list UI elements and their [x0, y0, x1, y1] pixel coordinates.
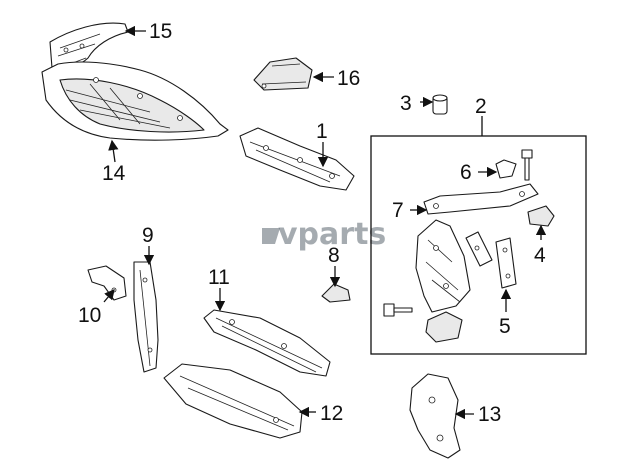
- part-5-plate: [495, 237, 517, 289]
- part-1-radiator-support-upper: [239, 127, 355, 191]
- callout-1: 1: [316, 120, 328, 143]
- callout-14: 14: [102, 162, 126, 185]
- part-14-engine-under-cover: [41, 61, 229, 141]
- part-6-bracket: [495, 149, 533, 181]
- leader-10: [103, 289, 115, 303]
- watermark-logo: vparts: [262, 217, 386, 252]
- part-9-vertical-support: [133, 261, 159, 373]
- callout-5: 5: [499, 315, 511, 338]
- callout-15: 15: [149, 20, 172, 43]
- callout-3: 3: [400, 92, 412, 115]
- part-2-side-support: [415, 219, 471, 313]
- callout-9: 9: [142, 224, 154, 247]
- watermark-mark: [262, 228, 280, 244]
- part-10-bracket: [87, 265, 127, 301]
- callout-6: 6: [460, 161, 472, 184]
- callout-10: 10: [78, 304, 101, 327]
- part-3-clip: [432, 94, 448, 115]
- part-12-lower-cover: [163, 363, 303, 439]
- callout-7: 7: [392, 199, 404, 222]
- callout-16: 16: [337, 67, 360, 90]
- part-2-assembly-box: [370, 135, 587, 355]
- part-11-lower-support: [203, 309, 331, 377]
- part-8-clip: [321, 283, 351, 303]
- leader-14: [108, 139, 119, 163]
- part-7-support-brace: [423, 183, 539, 215]
- part-16-cover: [253, 57, 313, 91]
- callout-11: 11: [208, 266, 230, 289]
- watermark-text: vparts: [278, 217, 386, 252]
- part-2-small-bracket: [465, 231, 493, 267]
- callout-13: 13: [478, 403, 501, 426]
- part-15-engine-under-cover: [49, 22, 129, 70]
- part-13-shield: [409, 373, 461, 459]
- callout-4: 4: [534, 244, 546, 267]
- part-2-lower-bracket: [425, 311, 463, 343]
- part-2-bolt: [383, 303, 413, 317]
- callout-8: 8: [328, 244, 340, 267]
- callout-12: 12: [320, 402, 343, 425]
- part-4-bracket: [527, 205, 555, 227]
- callout-2: 2: [475, 95, 487, 118]
